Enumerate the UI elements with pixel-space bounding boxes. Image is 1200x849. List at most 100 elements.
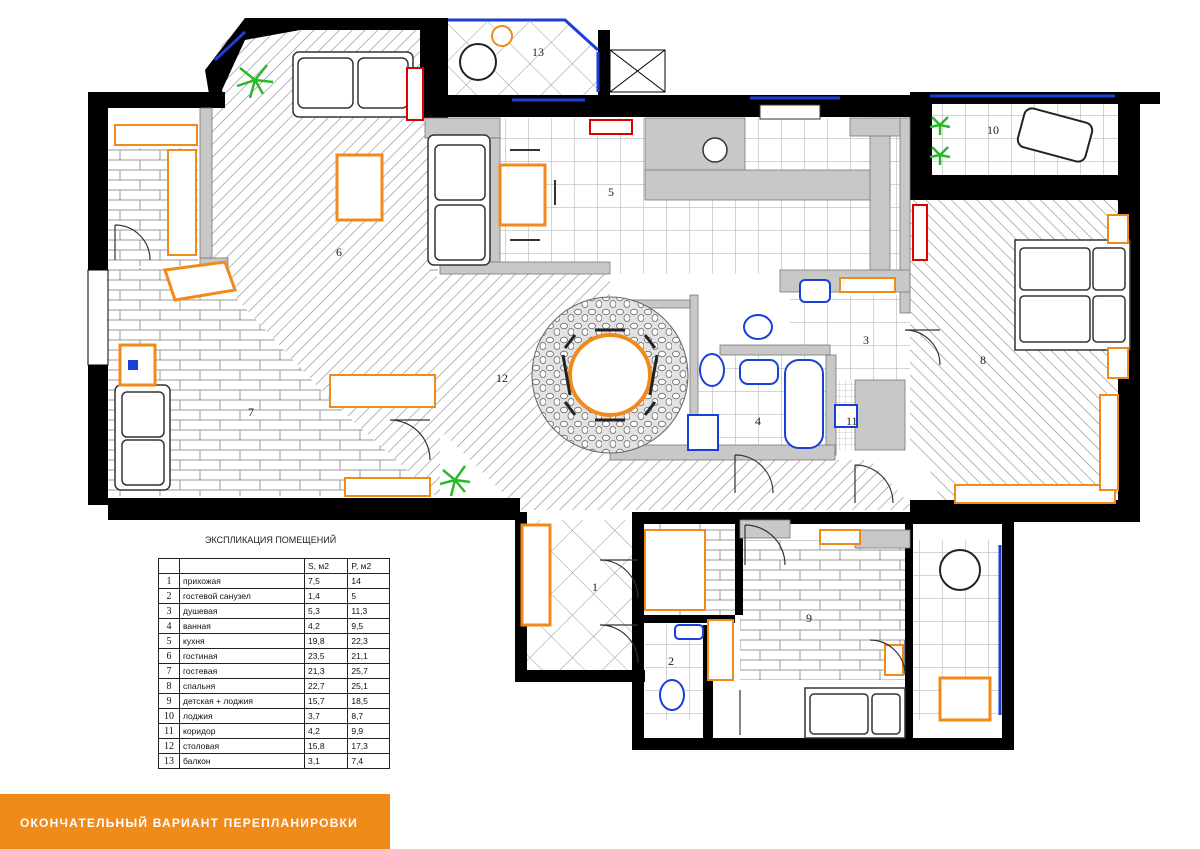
bed: [1014, 239, 1131, 351]
cell-name: гостевой санузел: [179, 588, 305, 604]
cell-n: 2: [158, 588, 180, 604]
table-header-row: S, м2 P, м2: [158, 558, 390, 574]
cell-name: прихожая: [179, 573, 305, 589]
room-number: 5: [608, 185, 614, 199]
room-number: 7: [248, 405, 254, 419]
cell-name: детская + лоджия: [179, 693, 305, 709]
cell-s: 15,7: [303, 693, 349, 709]
cell-s: 3,1: [303, 753, 349, 769]
cell-s: 15,8: [303, 738, 349, 754]
coffee-table: [335, 153, 384, 222]
room-number: 12: [496, 371, 508, 385]
room-number: 4: [755, 414, 761, 428]
cell-p: 11,3: [347, 603, 390, 619]
cell-n: 7: [158, 663, 180, 679]
cell-n: 3: [158, 603, 180, 619]
doors: [114, 224, 941, 735]
cell-p: 14: [347, 573, 390, 589]
banner-title: ОКОНЧАТЕЛЬНЫЙ ВАРИАНТ ПЕРЕПЛАНИРОВКИ: [20, 816, 358, 830]
cell-p: 17,3: [347, 738, 390, 754]
room-number: 1: [592, 580, 598, 594]
header-cell: P, м2: [347, 558, 390, 574]
cell-s: 3,7: [303, 708, 349, 724]
cell-name: гостиная: [179, 648, 305, 664]
cell-name: коридор: [179, 723, 305, 739]
cell-n: 12: [158, 738, 180, 754]
explication-title: ЭКСПЛИКАЦИЯ ПОМЕЩЕНИЙ: [205, 535, 337, 545]
cell-p: 5: [347, 588, 390, 604]
cell-n: 4: [158, 618, 180, 634]
cell-s: 5,3: [303, 603, 349, 619]
room-9-floor: [740, 540, 910, 680]
room-number: 13: [532, 45, 544, 59]
room-number: 6: [336, 245, 342, 259]
cell-name: душевая: [179, 603, 305, 619]
cell-n: 13: [158, 753, 180, 769]
room-number: 2: [668, 654, 674, 668]
room-number: 11: [846, 414, 858, 428]
cell-p: 8,7: [347, 708, 390, 724]
room-number: 8: [980, 353, 986, 367]
cell-name: балкон: [179, 753, 305, 769]
cell-name: столовая: [179, 738, 305, 754]
cell-n: 1: [158, 573, 180, 589]
cell-s: 1,4: [303, 588, 349, 604]
cell-n: 6: [158, 648, 180, 664]
cell-p: 25,1: [347, 678, 390, 694]
cell-p: 22,3: [347, 633, 390, 649]
sofa: [292, 51, 414, 118]
cell-p: 9,9: [347, 723, 390, 739]
cell-s: 23,5: [303, 648, 349, 664]
plant: [236, 64, 951, 497]
cell-s: 22,7: [303, 678, 349, 694]
title-banner: ОКОНЧАТЕЛЬНЫЙ ВАРИАНТ ПЕРЕПЛАНИРОВКИ: [0, 794, 390, 849]
cell-s: 4,2: [303, 723, 349, 739]
partitions: [199, 107, 911, 549]
room-number: 10: [987, 123, 999, 137]
cell-p: 9,5: [347, 618, 390, 634]
header-cell: S, м2: [303, 558, 349, 574]
kitchen-table: [498, 149, 556, 241]
cell-s: 4,2: [303, 618, 349, 634]
cell-p: 7,4: [347, 753, 390, 769]
cell-name: гостевая: [179, 663, 305, 679]
cell-n: 5: [158, 633, 180, 649]
room-11-floor: [610, 460, 910, 510]
cell-name: кухня: [179, 633, 305, 649]
cell-s: 21,3: [303, 663, 349, 679]
cell-p: 25,7: [347, 663, 390, 679]
cell-n: 8: [158, 678, 180, 694]
cell-n: 11: [158, 723, 180, 739]
dining-table: [568, 333, 652, 417]
cell-s: 19,8: [303, 633, 349, 649]
room-number: 3: [863, 333, 869, 347]
cell-name: ванная: [179, 618, 305, 634]
cell-s: 7,5: [303, 573, 349, 589]
window-frames: [87, 49, 666, 366]
cell-name: спальня: [179, 678, 305, 694]
cell-n: 10: [158, 708, 180, 724]
header-cell: [179, 558, 305, 574]
wardrobe: [114, 124, 1119, 681]
cell-n: 9: [158, 693, 180, 709]
bathtub: [784, 359, 824, 449]
radiator: [406, 67, 424, 121]
cell-p: 18,5: [347, 693, 390, 709]
cell-p: 21,1: [347, 648, 390, 664]
room-number: 9: [806, 611, 812, 625]
